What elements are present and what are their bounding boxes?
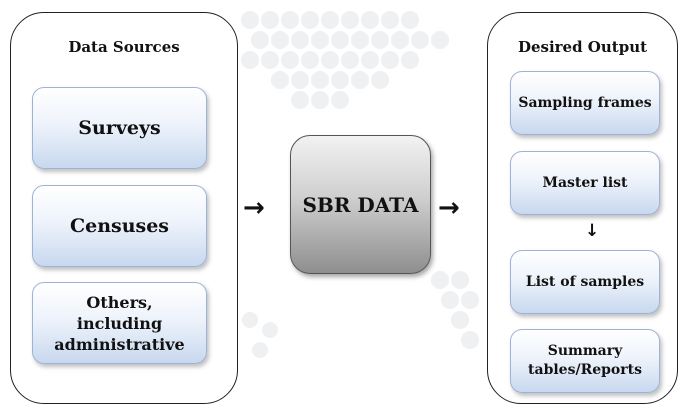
censuses-label: Censuses [69, 215, 170, 237]
arrow-right-icon: → [438, 193, 460, 223]
data-sources-title: Data Sources [68, 38, 180, 56]
others-box: Others, including administrative [32, 282, 207, 364]
sbr-data-box: SBR DATA [290, 135, 431, 274]
arrow-down-icon: ↓ [585, 221, 600, 241]
list-of-samples-label: List of samples [525, 274, 645, 290]
desired-output-title: Desired Output [517, 38, 648, 56]
surveys-label: Surveys [78, 117, 161, 139]
others-label: Others, including administrative [54, 292, 185, 354]
surveys-box: Surveys [32, 87, 207, 169]
arrow-right-icon: → [243, 193, 265, 223]
summary-tables-label: Summary tables/Reports [528, 343, 642, 378]
summary-tables-box: Summary tables/Reports [510, 329, 660, 393]
sampling-frames-label: Sampling frames [518, 95, 652, 111]
list-of-samples-box: List of samples [510, 250, 660, 314]
data-sources-panel: Data Sources [10, 12, 238, 404]
censuses-box: Censuses [32, 185, 207, 267]
master-list-label: Master list [542, 175, 628, 191]
desired-output-panel: Desired Output [487, 12, 678, 404]
sampling-frames-box: Sampling frames [510, 71, 660, 135]
master-list-box: Master list [510, 151, 660, 215]
sbr-data-label: SBR DATA [302, 192, 419, 217]
